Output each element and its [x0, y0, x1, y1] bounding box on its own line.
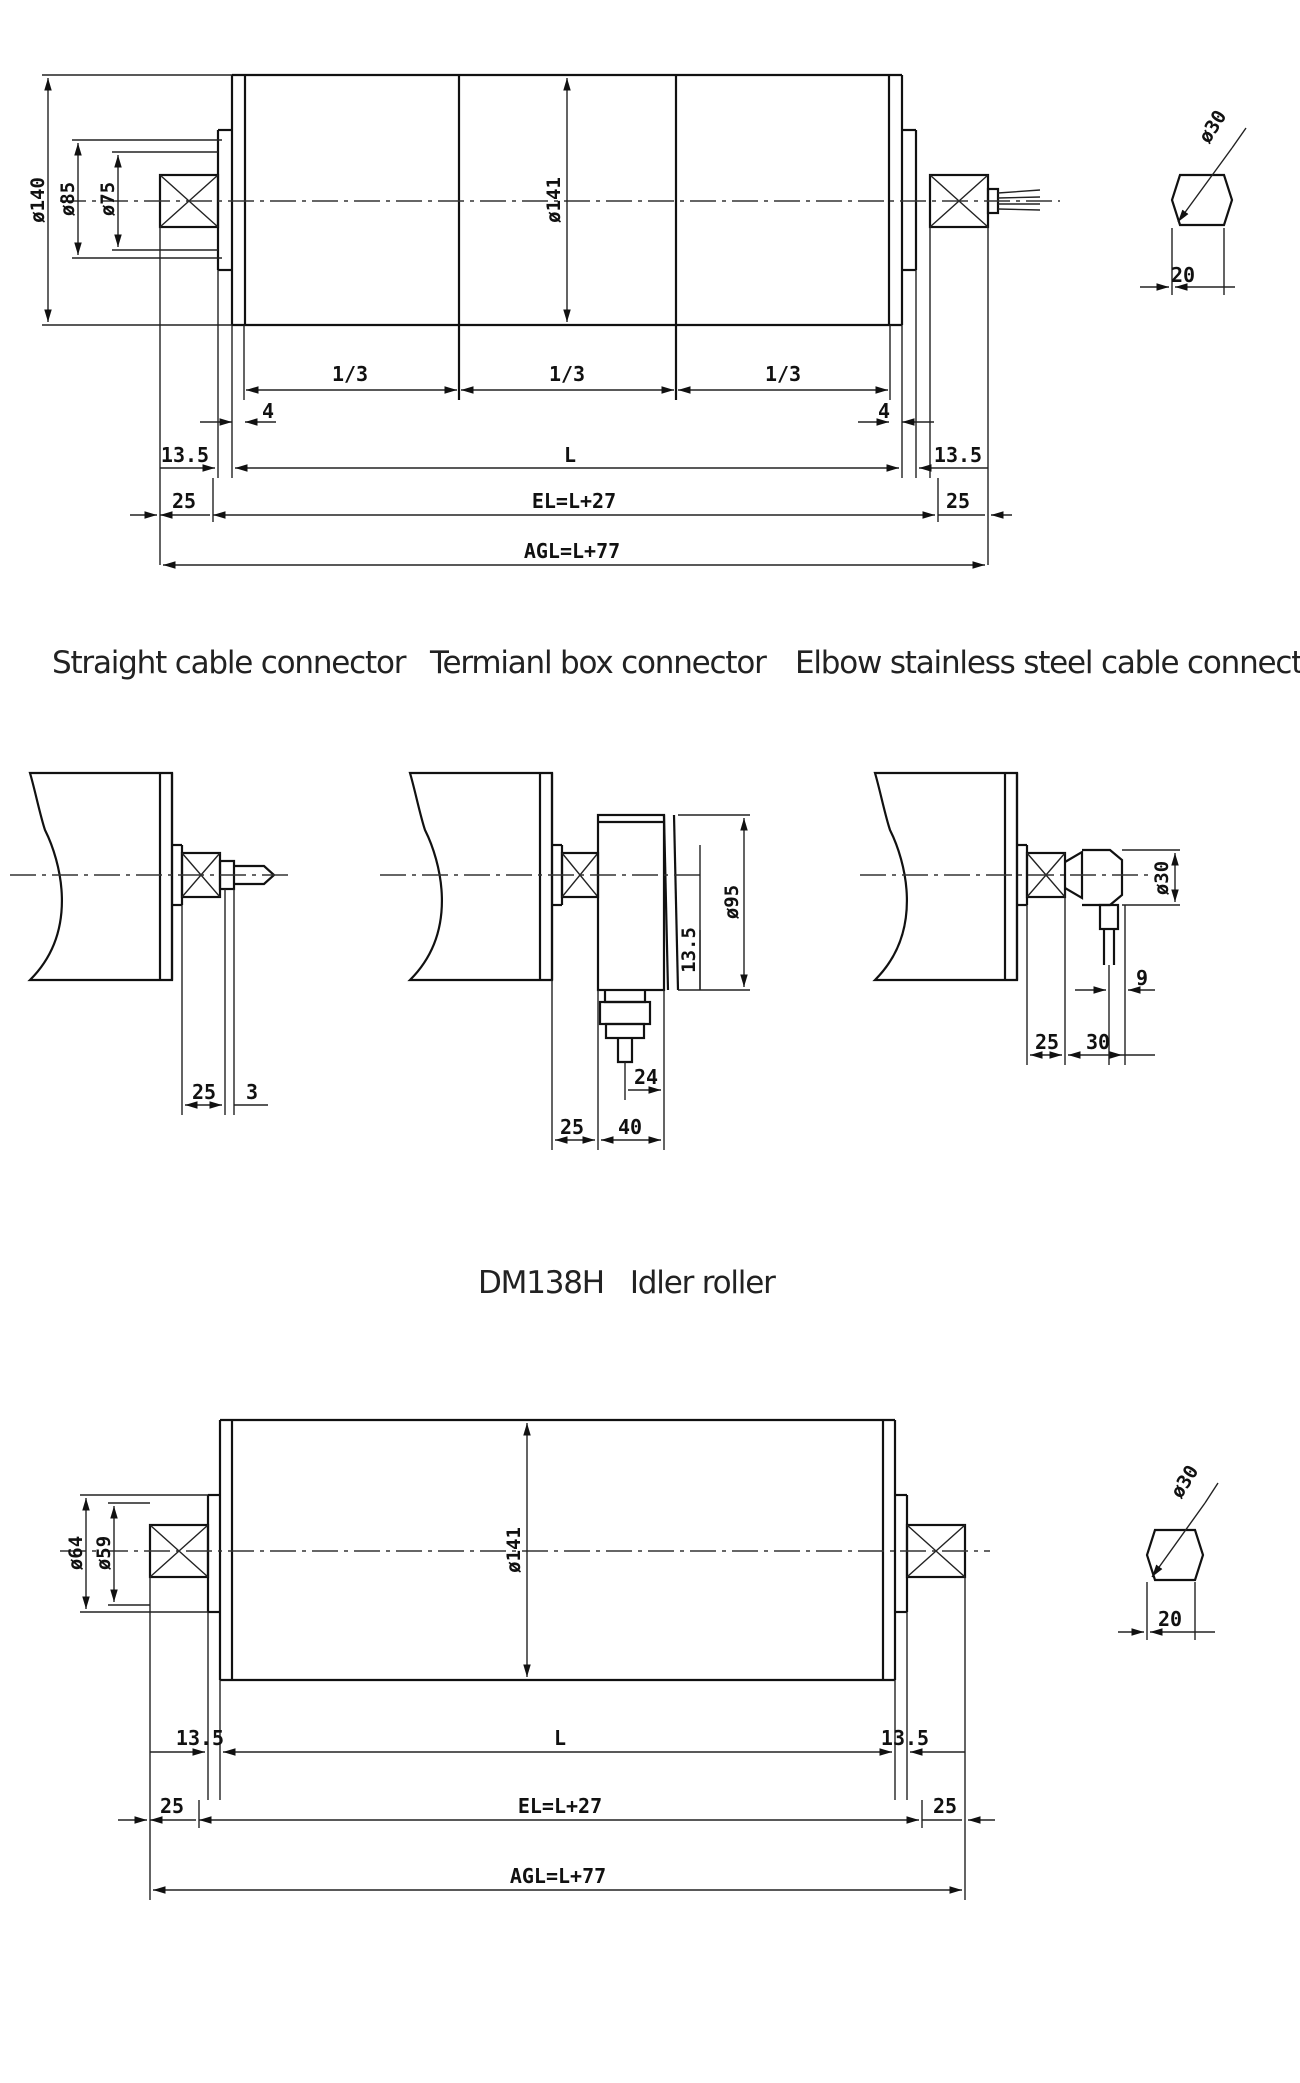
dim-terminal-24: 24	[634, 1065, 658, 1089]
dim-dia-141: ø141	[543, 177, 565, 223]
idler-dim-el: EL=L+27	[518, 1794, 602, 1818]
idler-roller-shaft-section: 20 ø30	[1118, 1461, 1219, 1640]
dim-third-2: 1/3	[549, 362, 585, 386]
dim-shaft-right: 25	[946, 489, 970, 513]
dim-elbow-dia-30: ø30	[1151, 861, 1173, 895]
dim-dia-140: ø140	[27, 177, 49, 223]
idler-roller-el-dims: 25 EL=L+27 25	[118, 1794, 995, 1828]
idler-roller-drum	[218, 1418, 897, 1682]
terminal-box-connector-view: ø95 13.5 24 25 40	[380, 771, 750, 1150]
dim-straight-3: 3	[246, 1080, 258, 1104]
motor-roller-drum	[230, 73, 904, 478]
caption-terminal-box-connector: Termianl box connector	[430, 645, 767, 681]
dim-dia-85: ø85	[57, 182, 79, 216]
idler-dim-agl: AGL=L+77	[510, 1864, 606, 1888]
idler-dim-dia-141: ø141	[503, 1527, 525, 1573]
elbow-connector-view: ø30 9 25 30	[860, 771, 1180, 1065]
dim-end-left: 13.5	[161, 443, 209, 467]
motor-roller-agl-dims: AGL=L+77	[163, 539, 985, 569]
dim-el: EL=L+27	[532, 489, 616, 513]
idler-dim-dia-59: ø59	[93, 1536, 115, 1570]
dim-elbow-25: 25	[1035, 1030, 1059, 1054]
idler-dim-shaft-right: 25	[933, 1794, 957, 1818]
dim-terminal-40: 40	[618, 1115, 642, 1139]
dim-length-L: L	[564, 443, 576, 467]
motor-roller-shaft-section: 20 ø30	[1140, 106, 1247, 295]
caption-idler-roller: DM138H Idler roller	[478, 1265, 776, 1301]
dim-gap-right: 4	[878, 399, 890, 423]
dim-shaft-left: 25	[172, 489, 196, 513]
idler-dim-end-left: 13.5	[176, 1726, 224, 1750]
dim-shaft-flat: 20	[1171, 263, 1195, 287]
dim-elbow-30: 30	[1086, 1030, 1110, 1054]
dim-end-right: 13.5	[934, 443, 982, 467]
motor-roller-view: ø140 ø85 ø75 ø141 1/3 1/3 1/3 4	[27, 73, 1247, 569]
motor-roller-left-shaft	[158, 128, 232, 565]
idler-dim-shaft-left: 25	[160, 1794, 184, 1818]
caption-straight-cable-connector: Straight cable connector	[52, 645, 406, 681]
idler-dim-length-L: L	[554, 1726, 566, 1750]
idler-roller-right-shaft	[895, 1493, 967, 1900]
idler-dim-dia-64: ø64	[65, 1536, 87, 1570]
motor-roller-el-dims: 25 EL=L+27 25	[130, 478, 1012, 522]
dim-dia-75: ø75	[97, 182, 119, 216]
idler-roller-left-shaft	[148, 1493, 220, 1900]
idler-dim-shaft-flat: 20	[1158, 1607, 1182, 1631]
caption-elbow-cable-connector: Elbow stainless steel cable connector	[795, 645, 1300, 681]
dim-agl: AGL=L+77	[524, 539, 620, 563]
motor-roller-length-dims: 13.5 L 13.5	[160, 270, 988, 478]
dim-third-3: 1/3	[765, 362, 801, 386]
idler-roller-length-dims: 13.5 L 13.5	[150, 1612, 965, 1800]
idler-dim-end-right: 13.5	[881, 1726, 929, 1750]
dim-straight-25: 25	[192, 1080, 216, 1104]
idler-dim-shaft-dia: ø30	[1166, 1461, 1203, 1502]
dim-terminal-25: 25	[560, 1115, 584, 1139]
dim-shaft-dia: ø30	[1194, 106, 1231, 147]
idler-roller-agl-dims: AGL=L+77	[153, 1864, 962, 1894]
motor-roller-thirds-dims: 1/3 1/3 1/3	[246, 362, 888, 394]
dim-elbow-9: 9	[1136, 966, 1148, 990]
dim-terminal-13-5: 13.5	[678, 927, 700, 973]
dim-third-1: 1/3	[332, 362, 368, 386]
idler-roller-diameter-dims: ø64 ø59 ø141	[65, 1423, 531, 1677]
dim-terminal-dia-95: ø95	[721, 885, 743, 919]
straight-connector-view: 25 3	[10, 771, 290, 1115]
dim-gap-left: 4	[262, 399, 274, 423]
motor-roller-diameter-dims: ø140 ø85 ø75 ø141	[27, 74, 571, 326]
motor-roller-gap-dims: 4 4	[200, 399, 934, 426]
idler-roller-view: ø64 ø59 ø141 13.5 L 13.5 25 EL=L+27	[60, 1418, 1219, 1900]
